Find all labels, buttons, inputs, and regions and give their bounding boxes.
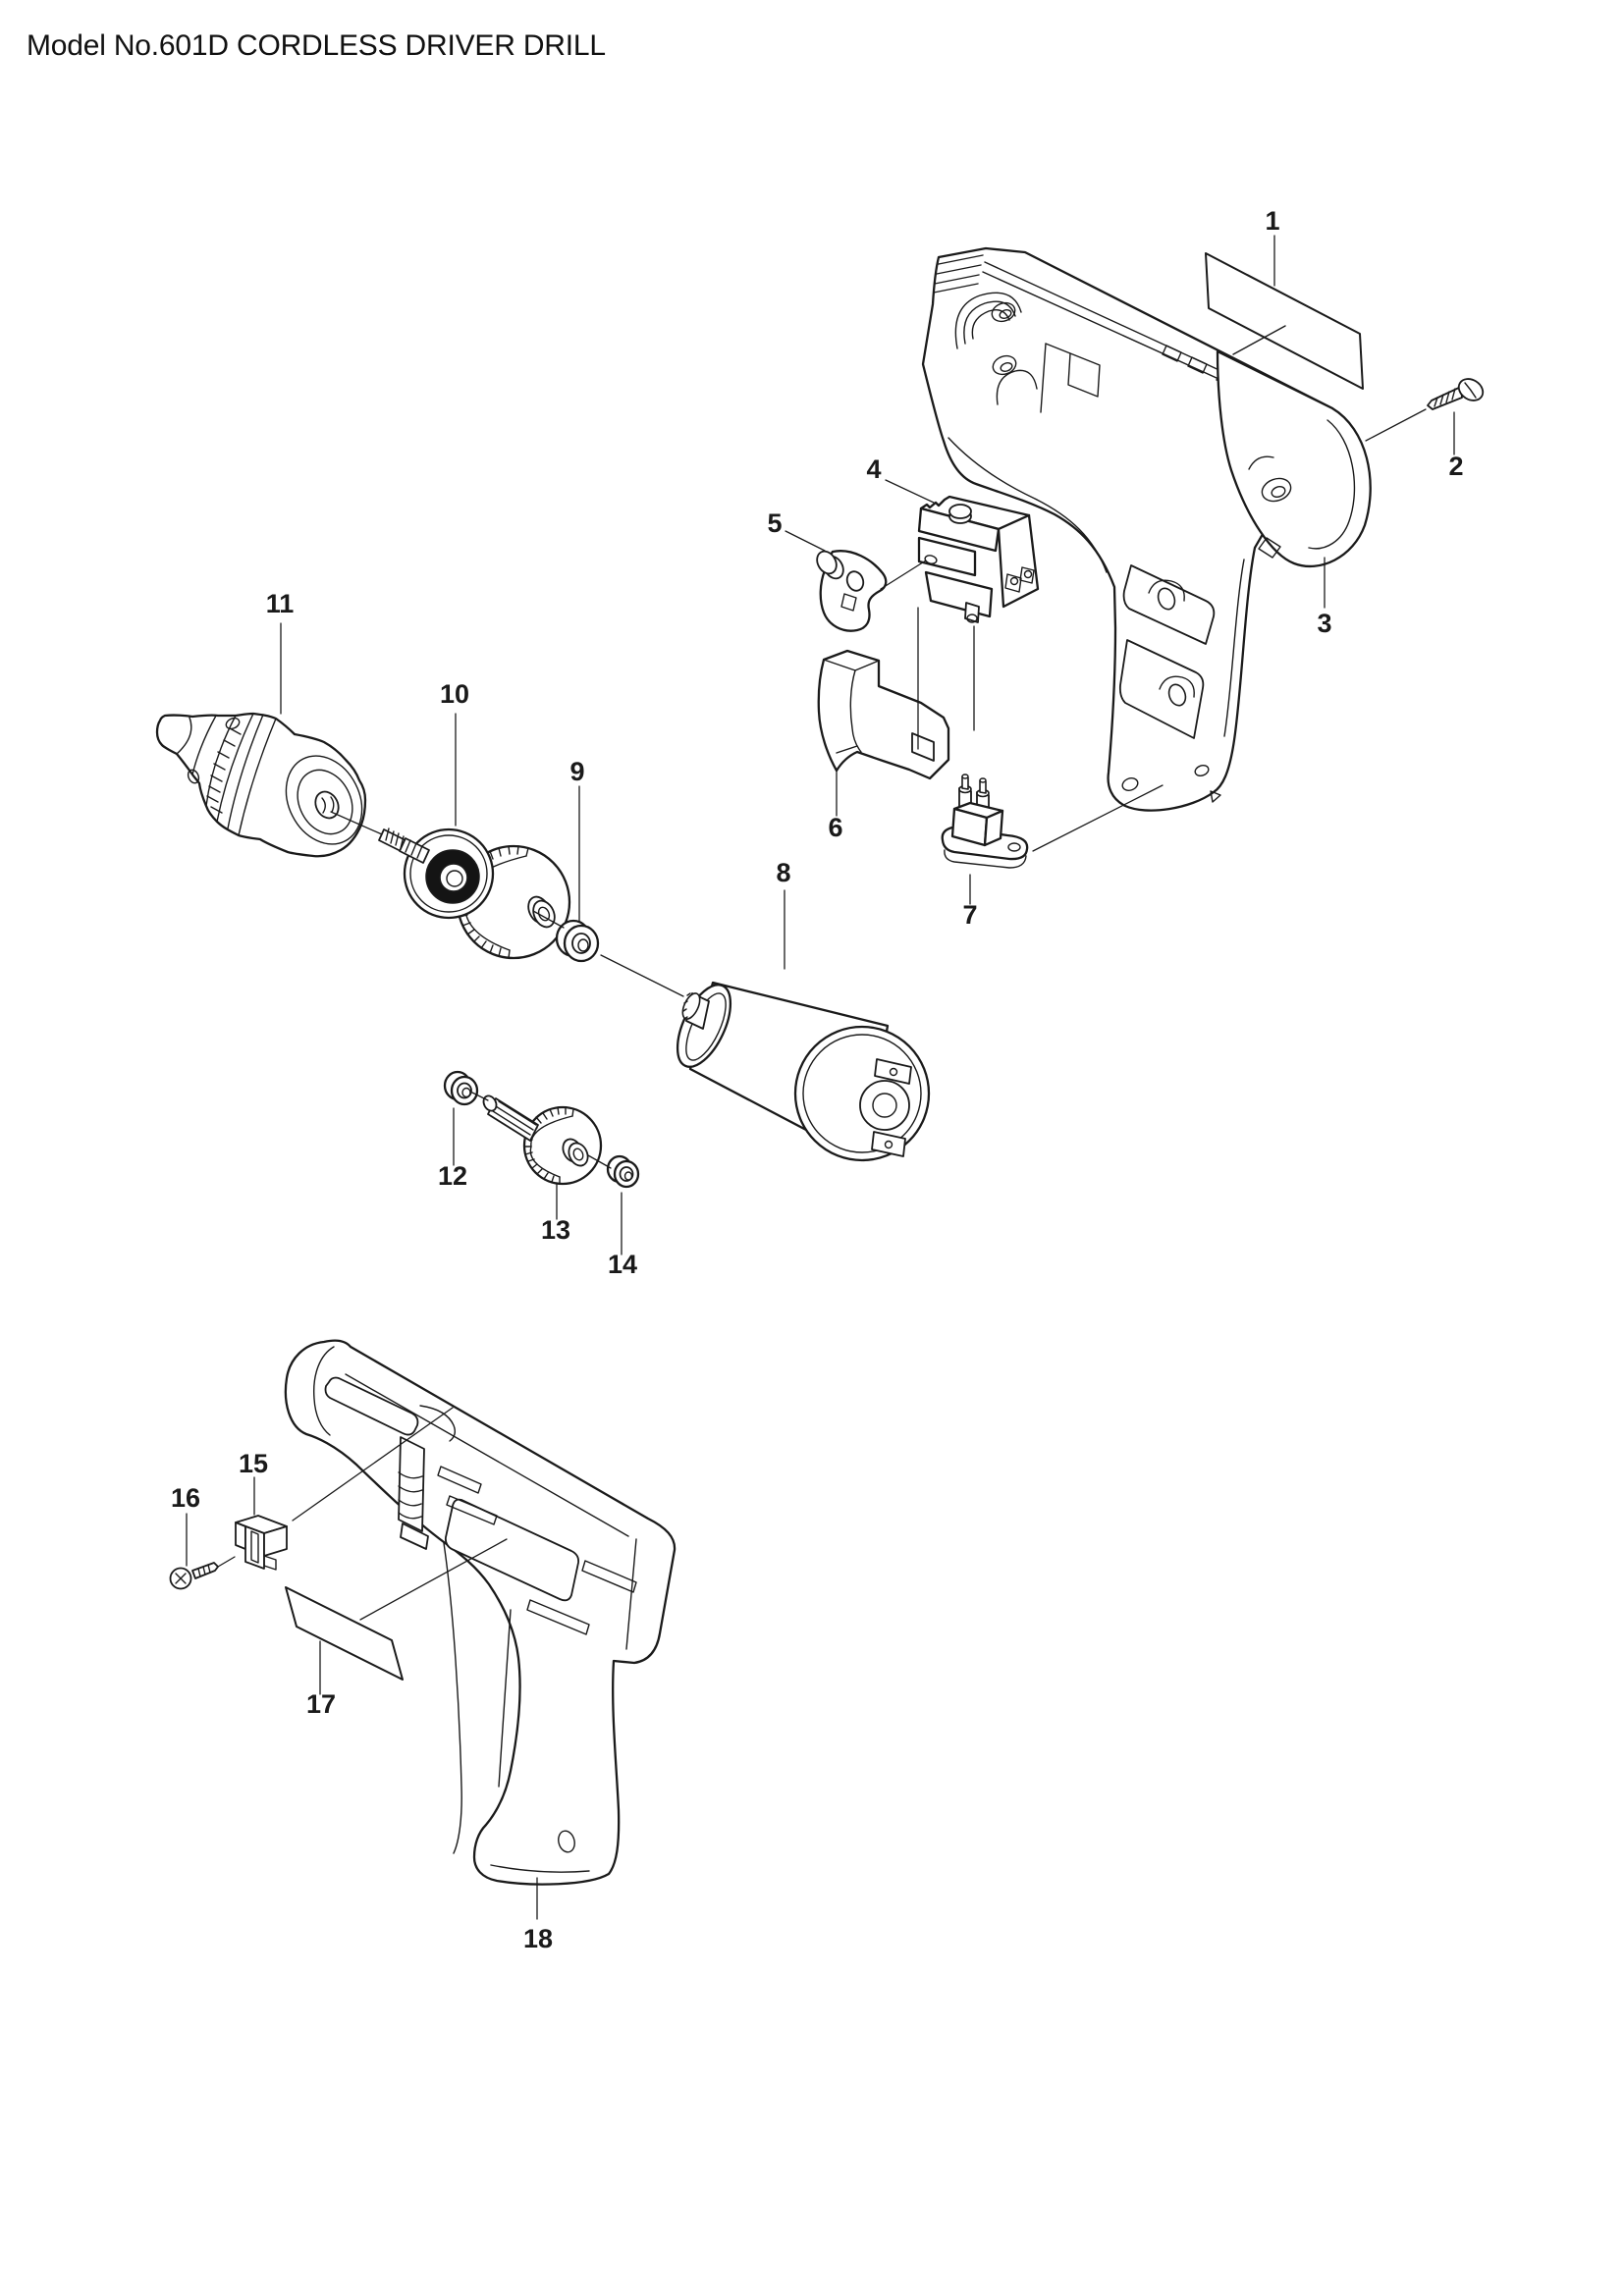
part-6-trigger-drawing — [817, 649, 950, 780]
part-10-gear-assembly-drawing — [378, 828, 571, 960]
part-12-callout: 12 — [438, 1161, 467, 1191]
part-8-callout: 8 — [776, 858, 790, 887]
page-title: Model No.601D CORDLESS DRIVER DRILL — [27, 29, 606, 62]
part-7-terminal-drawing — [941, 774, 1029, 869]
part-8-motor-drawing — [676, 981, 931, 1162]
part-4-switch-drawing — [917, 495, 1040, 623]
part-5-lever-drawing — [816, 550, 888, 632]
part-11-chuck-drawing — [155, 712, 367, 858]
part-3-housing-half-drawing — [921, 246, 1372, 812]
part-18-housing-half-drawing — [284, 1339, 677, 1886]
part-17-callout: 17 — [306, 1689, 336, 1719]
part-2-callout: 2 — [1448, 452, 1463, 481]
part-1-callout: 1 — [1265, 206, 1279, 236]
part-15-clip-drawing — [235, 1515, 288, 1571]
part-14-callout: 14 — [608, 1250, 637, 1279]
part-10-callout: 10 — [440, 679, 469, 709]
part-16-screw-drawing — [169, 1562, 219, 1590]
part-12-bushing-drawing — [443, 1070, 479, 1106]
part-9-callout: 9 — [569, 757, 584, 786]
part-7-callout: 7 — [962, 900, 977, 930]
leader-lines — [186, 235, 1455, 1920]
part-14-bushing-drawing — [606, 1154, 640, 1189]
part-5-callout: 5 — [767, 508, 782, 538]
part-13-callout: 13 — [541, 1215, 570, 1245]
callout-numbers: 1 2 3 4 5 6 7 8 9 10 11 12 13 14 15 16 1… — [171, 206, 1464, 1953]
part-6-callout: 6 — [828, 813, 842, 842]
part-17-label-drawing — [285, 1586, 404, 1681]
part-3-callout: 3 — [1317, 609, 1331, 638]
part-1-name-plate-drawing — [1205, 252, 1364, 390]
part-13-gear-drawing — [482, 1095, 603, 1186]
part-15-callout: 15 — [239, 1449, 268, 1478]
part-18-callout: 18 — [523, 1924, 553, 1953]
part-9-bushing-drawing — [555, 919, 600, 963]
part-16-callout: 16 — [171, 1483, 200, 1513]
part-2-screw-drawing — [1427, 378, 1485, 410]
part-11-callout: 11 — [266, 589, 295, 618]
part-4-callout: 4 — [866, 454, 881, 484]
